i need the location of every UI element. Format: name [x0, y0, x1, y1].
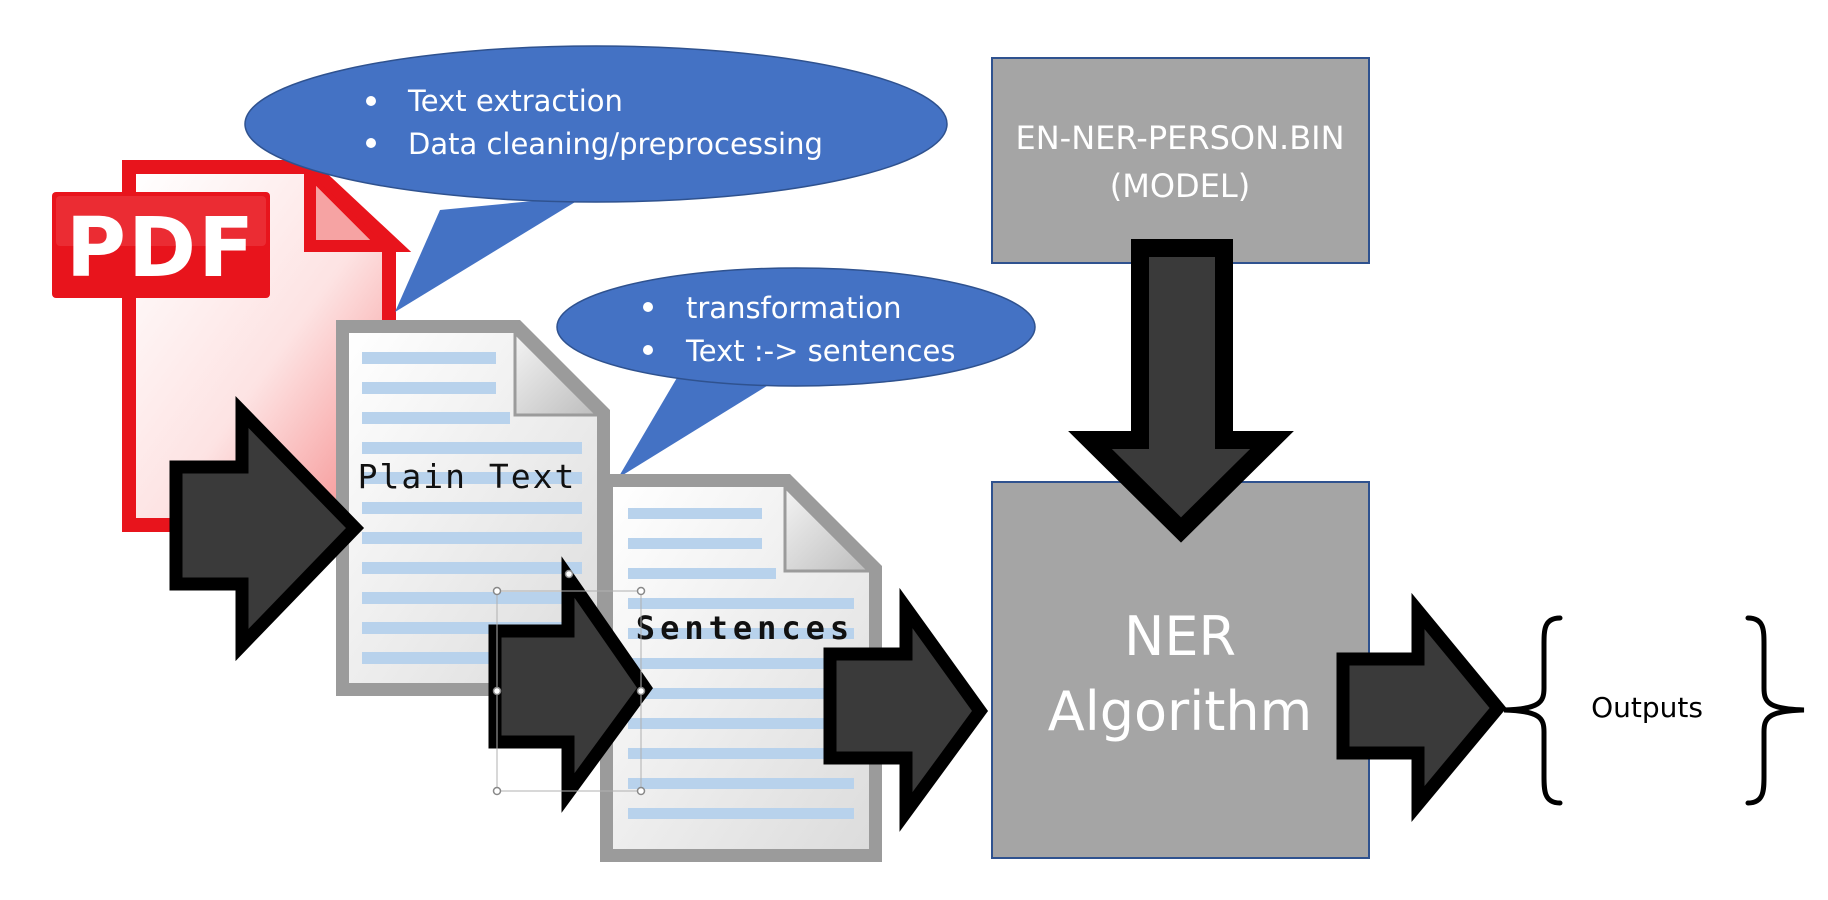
speech-bubble-extraction: Text extraction Data cleaning/preprocess… — [244, 45, 948, 312]
bullet-icon — [643, 302, 653, 312]
arrow-pdf-to-text-icon — [169, 396, 365, 662]
arrow-algorithm-to-outputs-icon — [1336, 592, 1507, 822]
arrow-text-to-sentences-icon — [488, 556, 653, 813]
pdf-file-icon: PDF — [52, 154, 412, 532]
bullet-icon — [643, 345, 653, 355]
model-name: EN-NER-PERSON.BIN — [1015, 119, 1344, 157]
right-brace-icon — [1745, 615, 1805, 806]
plain-text-label: Plain Text — [358, 457, 577, 496]
sentences-label: Sentences — [636, 609, 854, 647]
speech-bubble-transformation: transformation Text :-> sentences — [556, 267, 1036, 478]
bullet-icon — [366, 96, 376, 106]
selection-handles — [492, 569, 646, 796]
algorithm-title-line1: NER — [1124, 605, 1236, 668]
pdf-label: PDF — [66, 201, 256, 296]
algorithm-box: NER Algorithm — [991, 481, 1370, 859]
sentences-document-icon: Sentences — [600, 474, 882, 862]
left-brace-icon — [1503, 615, 1563, 806]
outputs-group: Outputs — [1503, 615, 1805, 806]
model-type: (MODEL) — [1110, 167, 1250, 205]
model-box: EN-NER-PERSON.BIN (MODEL) — [991, 57, 1370, 264]
bubble-item: Text extraction — [407, 84, 623, 118]
bullet-icon — [366, 138, 376, 148]
pdf-label-badge — [52, 192, 270, 298]
plain-text-document-icon: Plain Text — [336, 320, 610, 696]
bubble-item: Data cleaning/preprocessing — [408, 127, 823, 161]
arrow-sentences-to-algorithm-icon — [823, 587, 989, 832]
outputs-label: Outputs — [1591, 691, 1703, 724]
bubble-item: Text :-> sentences — [685, 334, 955, 368]
arrow-model-to-algorithm-icon — [1068, 239, 1294, 543]
bubble-item: transformation — [686, 291, 902, 325]
text-lines — [628, 508, 854, 819]
algorithm-title-line2: Algorithm — [1048, 680, 1312, 743]
